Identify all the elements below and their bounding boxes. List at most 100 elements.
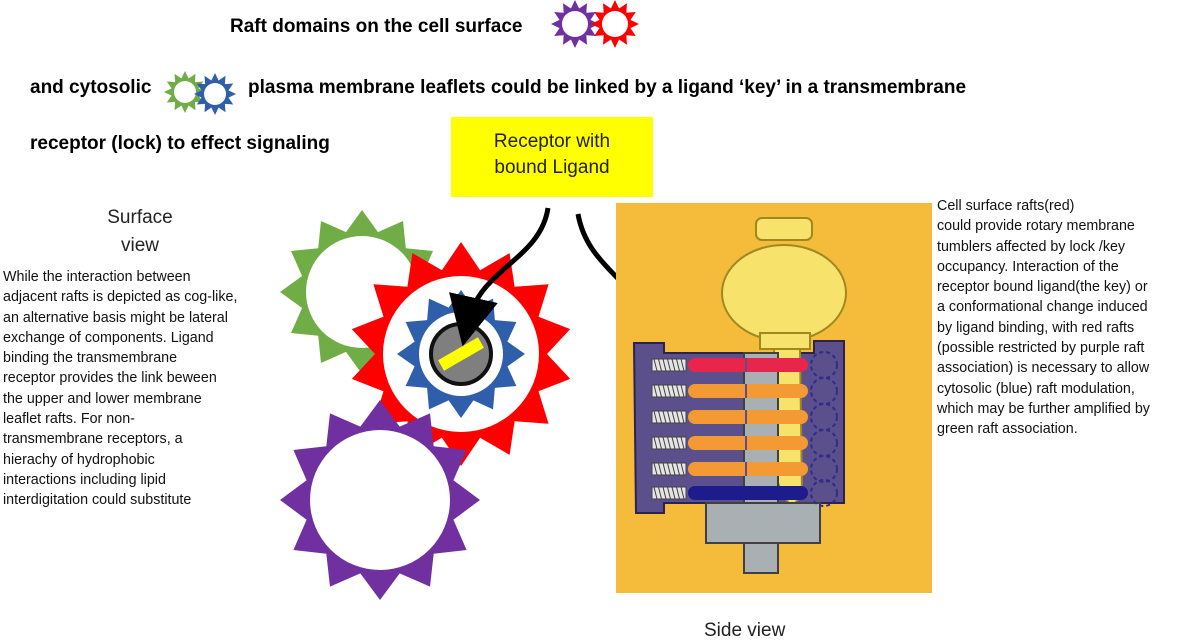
spring-coil bbox=[667, 384, 671, 398]
spring-coil bbox=[662, 486, 667, 500]
spring-coil bbox=[658, 358, 662, 372]
spring-coil bbox=[662, 410, 667, 424]
side-text-line: a conformational change induced bbox=[937, 299, 1148, 316]
title-gears-purple-red bbox=[551, 0, 639, 48]
spring-coil bbox=[662, 384, 667, 398]
side-text-line: (possible restricted by purple raft bbox=[937, 340, 1145, 357]
red-cog-icon bbox=[591, 0, 639, 48]
pin-sockets bbox=[810, 351, 838, 507]
spring-coil bbox=[676, 462, 680, 476]
spring-coil bbox=[680, 486, 685, 500]
spring-coil bbox=[676, 358, 680, 372]
side-text-line: cytosolic (blue) raft modulation, bbox=[937, 380, 1135, 397]
title-line-2-continued: plasma membrane leaflets could be linked… bbox=[248, 77, 967, 98]
spring-coil bbox=[671, 436, 676, 450]
lock-side-view-panel bbox=[616, 203, 932, 593]
side-text-line: receptor bound ligand(the key) or bbox=[937, 279, 1148, 296]
side-text-line: could provide rotary membrane bbox=[937, 218, 1135, 235]
spring-coil bbox=[653, 358, 658, 372]
lock-cylinder-base bbox=[705, 502, 821, 544]
cog-hole bbox=[562, 11, 588, 37]
spring-coil bbox=[658, 384, 662, 398]
surface-heading-line-1: Surface bbox=[107, 207, 173, 228]
receptor-box-line-1: Receptor with bbox=[493, 131, 611, 152]
lock-pin bbox=[688, 410, 808, 424]
surface-text-line: interactions including lipid bbox=[3, 471, 166, 488]
title-line-1: Raft domains on the cell surface bbox=[230, 16, 523, 37]
spring-coil bbox=[667, 358, 671, 372]
title-line-2: and cytosolic bbox=[30, 77, 152, 98]
purple-raft-cog bbox=[280, 400, 480, 600]
surface-text-line: the upper and lower membrane bbox=[3, 390, 202, 407]
side-view-label: Side view bbox=[704, 620, 786, 641]
spring-coil bbox=[653, 410, 658, 424]
surface-text-line: transmembrane receptors, a bbox=[3, 431, 183, 448]
spring-coil bbox=[658, 410, 662, 424]
spring-coil bbox=[667, 462, 671, 476]
spring-coil bbox=[671, 358, 676, 372]
lock-pin bbox=[688, 486, 808, 500]
cog-hole bbox=[174, 81, 196, 103]
lock-pins bbox=[651, 358, 808, 500]
surface-heading-line-2: view bbox=[120, 235, 159, 256]
surface-text-line: an alternative basis might be lateral bbox=[3, 309, 228, 326]
receptor-ligand-box: Receptor with bound Ligand bbox=[451, 117, 653, 197]
spring-coil bbox=[676, 486, 680, 500]
lock-pin bbox=[688, 436, 808, 450]
spring-coil bbox=[658, 486, 662, 500]
receptor-box-line-2: bound Ligand bbox=[494, 157, 610, 178]
spring-coil bbox=[667, 486, 671, 500]
cog-hole bbox=[602, 11, 628, 37]
surface-view-heading: Surface view bbox=[80, 204, 200, 260]
spring-coil bbox=[662, 462, 667, 476]
surface-text-line: leaflet rafts. For non- bbox=[3, 411, 135, 428]
surface-view-description: While the interaction between adjacent r… bbox=[3, 267, 265, 511]
spring-coil bbox=[653, 436, 658, 450]
spring-coil bbox=[676, 436, 680, 450]
spring-coil bbox=[662, 358, 667, 372]
surface-text-line: hierachy of hydrophobic bbox=[3, 451, 155, 468]
side-text-line: green raft association. bbox=[937, 421, 1078, 438]
lock-pin bbox=[688, 358, 808, 372]
cog-hole bbox=[310, 430, 450, 570]
spring-coil bbox=[676, 384, 680, 398]
spring-coil bbox=[653, 384, 658, 398]
blue-cog-icon bbox=[194, 73, 236, 115]
surface-text-line: receptor provides the link beween bbox=[3, 370, 217, 387]
title-gears-green-blue bbox=[164, 71, 236, 115]
side-view-description: Cell surface rafts(red) could provide ro… bbox=[937, 196, 1199, 440]
spring-coil bbox=[680, 384, 685, 398]
surface-text-line: exchange of components. Ligand bbox=[3, 329, 214, 346]
spring-coil bbox=[658, 462, 662, 476]
spring-coil bbox=[667, 410, 671, 424]
spring-coil bbox=[653, 462, 658, 476]
side-text-line: Cell surface rafts(red) bbox=[937, 198, 1075, 214]
spring-coil bbox=[653, 486, 658, 500]
surface-text-line: adjacent rafts is depicted as cog-like, bbox=[3, 289, 238, 306]
spring-coil bbox=[680, 358, 685, 372]
side-text-line: which may be further amplified by bbox=[937, 400, 1150, 417]
lock-pin bbox=[688, 462, 808, 476]
spring-coil bbox=[680, 436, 685, 450]
lock-pin bbox=[688, 384, 808, 398]
arrow-to-surface-view bbox=[449, 207, 551, 347]
spring-coil bbox=[671, 462, 676, 476]
spring-coil bbox=[671, 384, 676, 398]
purple-cog-icon bbox=[551, 0, 599, 48]
spring-coil bbox=[662, 436, 667, 450]
surface-view-cog-diagram bbox=[280, 210, 571, 600]
surface-text-line: interdigitation could substitute bbox=[3, 492, 192, 509]
side-text-line: occupancy. Interaction of the bbox=[937, 258, 1119, 275]
lock-and-key-illustration bbox=[632, 217, 847, 574]
spring-coil bbox=[667, 436, 671, 450]
surface-text-line: While the interaction between bbox=[3, 269, 191, 285]
spring-coil bbox=[658, 436, 662, 450]
green-cog-icon bbox=[164, 71, 206, 113]
side-text-line: tumblers affected by lock /key bbox=[937, 238, 1126, 255]
title-line-3: receptor (lock) to effect signaling bbox=[30, 133, 330, 154]
cog-hole bbox=[204, 83, 226, 105]
surface-text-line: binding the transmembrane bbox=[3, 350, 178, 367]
spring-coil bbox=[671, 486, 676, 500]
spring-coil bbox=[680, 410, 685, 424]
side-text-line: association) is necessary to allow bbox=[937, 360, 1150, 377]
